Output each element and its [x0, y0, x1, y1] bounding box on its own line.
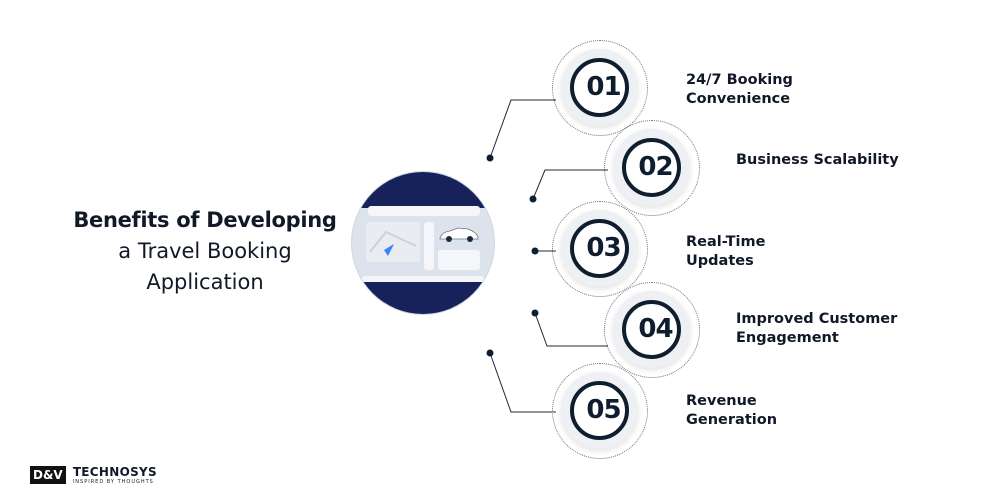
logo-brand: TECHNOSYS: [72, 465, 157, 479]
connector-dot-02: [529, 195, 537, 203]
connector-01: [489, 99, 556, 159]
benefit-node-03: 03: [552, 201, 648, 297]
benefit-label-02: Business Scalability: [736, 152, 899, 168]
title-line-1: Benefits of Developing: [73, 208, 337, 232]
diagram-title: Benefits of Developing a Travel Booking …: [60, 205, 350, 298]
dashboard-bottom-bar: [352, 282, 494, 314]
connector-05: [489, 352, 556, 413]
benefit-label-04: Improved Customer Engagement: [736, 311, 898, 346]
connector-02: [532, 169, 608, 200]
connector-dot-03: [531, 247, 539, 255]
benefit-label-03: Real-Time Updates: [686, 234, 766, 269]
title-line-2: a Travel Booking: [118, 239, 292, 263]
benefit-node-05: 05: [552, 363, 648, 459]
benefit-label-05: Revenue Generation: [686, 393, 778, 428]
media-panel: [438, 250, 480, 270]
benefit-number: 05: [586, 395, 621, 425]
benefit-node-01: 01: [552, 40, 648, 136]
car-icon: [439, 227, 479, 242]
benefit-node-04: 04: [604, 282, 700, 378]
logo-mark: D&V: [30, 466, 66, 484]
benefit-label-01: 24/7 Booking Convenience: [686, 72, 793, 107]
dashboard-image: [352, 172, 494, 314]
side-controls: [424, 222, 434, 270]
benefit-node-02: 02: [604, 120, 700, 216]
benefit-number: 03: [586, 233, 621, 263]
navigation-icon: [369, 230, 417, 256]
connector-dot-04: [531, 309, 539, 317]
logo-tagline: INSPIRED BY THOUGHTS: [72, 479, 154, 485]
benefit-number: 04: [638, 314, 673, 344]
map-panel: [366, 222, 420, 262]
company-logo: D&V TECHNOSYS INSPIRED BY THOUGHTS: [30, 466, 157, 488]
dashboard-status-strip: [368, 206, 480, 216]
connector-dot-01: [486, 154, 494, 162]
title-line-3: Application: [146, 270, 264, 294]
dashboard-top-bar: [352, 172, 494, 208]
benefit-number: 02: [638, 152, 673, 182]
connector-04: [534, 312, 608, 347]
connector-dot-05: [486, 349, 494, 357]
benefit-number: 01: [586, 72, 621, 102]
